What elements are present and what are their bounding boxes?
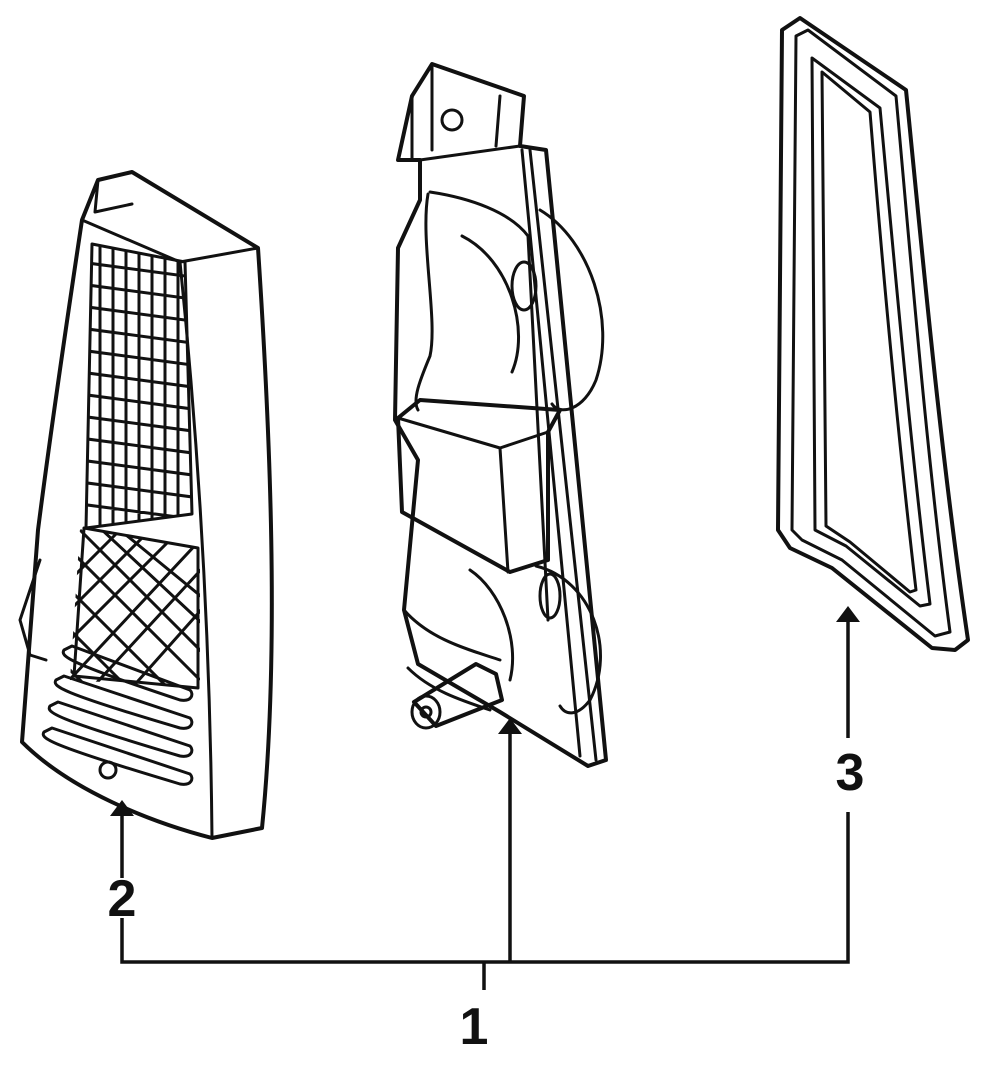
callout-1: 1	[460, 998, 489, 1056]
leader-lines	[120, 620, 850, 990]
callout-2: 2	[108, 870, 137, 928]
arrowhead-part-2	[110, 800, 134, 816]
callout-3: 3	[836, 744, 865, 802]
lamp-lens-part	[18, 170, 274, 840]
lamp-housing-part	[393, 62, 608, 768]
arrowhead-part-1	[498, 718, 522, 734]
arrowhead-part-3	[836, 606, 860, 622]
gasket-part	[776, 16, 970, 652]
